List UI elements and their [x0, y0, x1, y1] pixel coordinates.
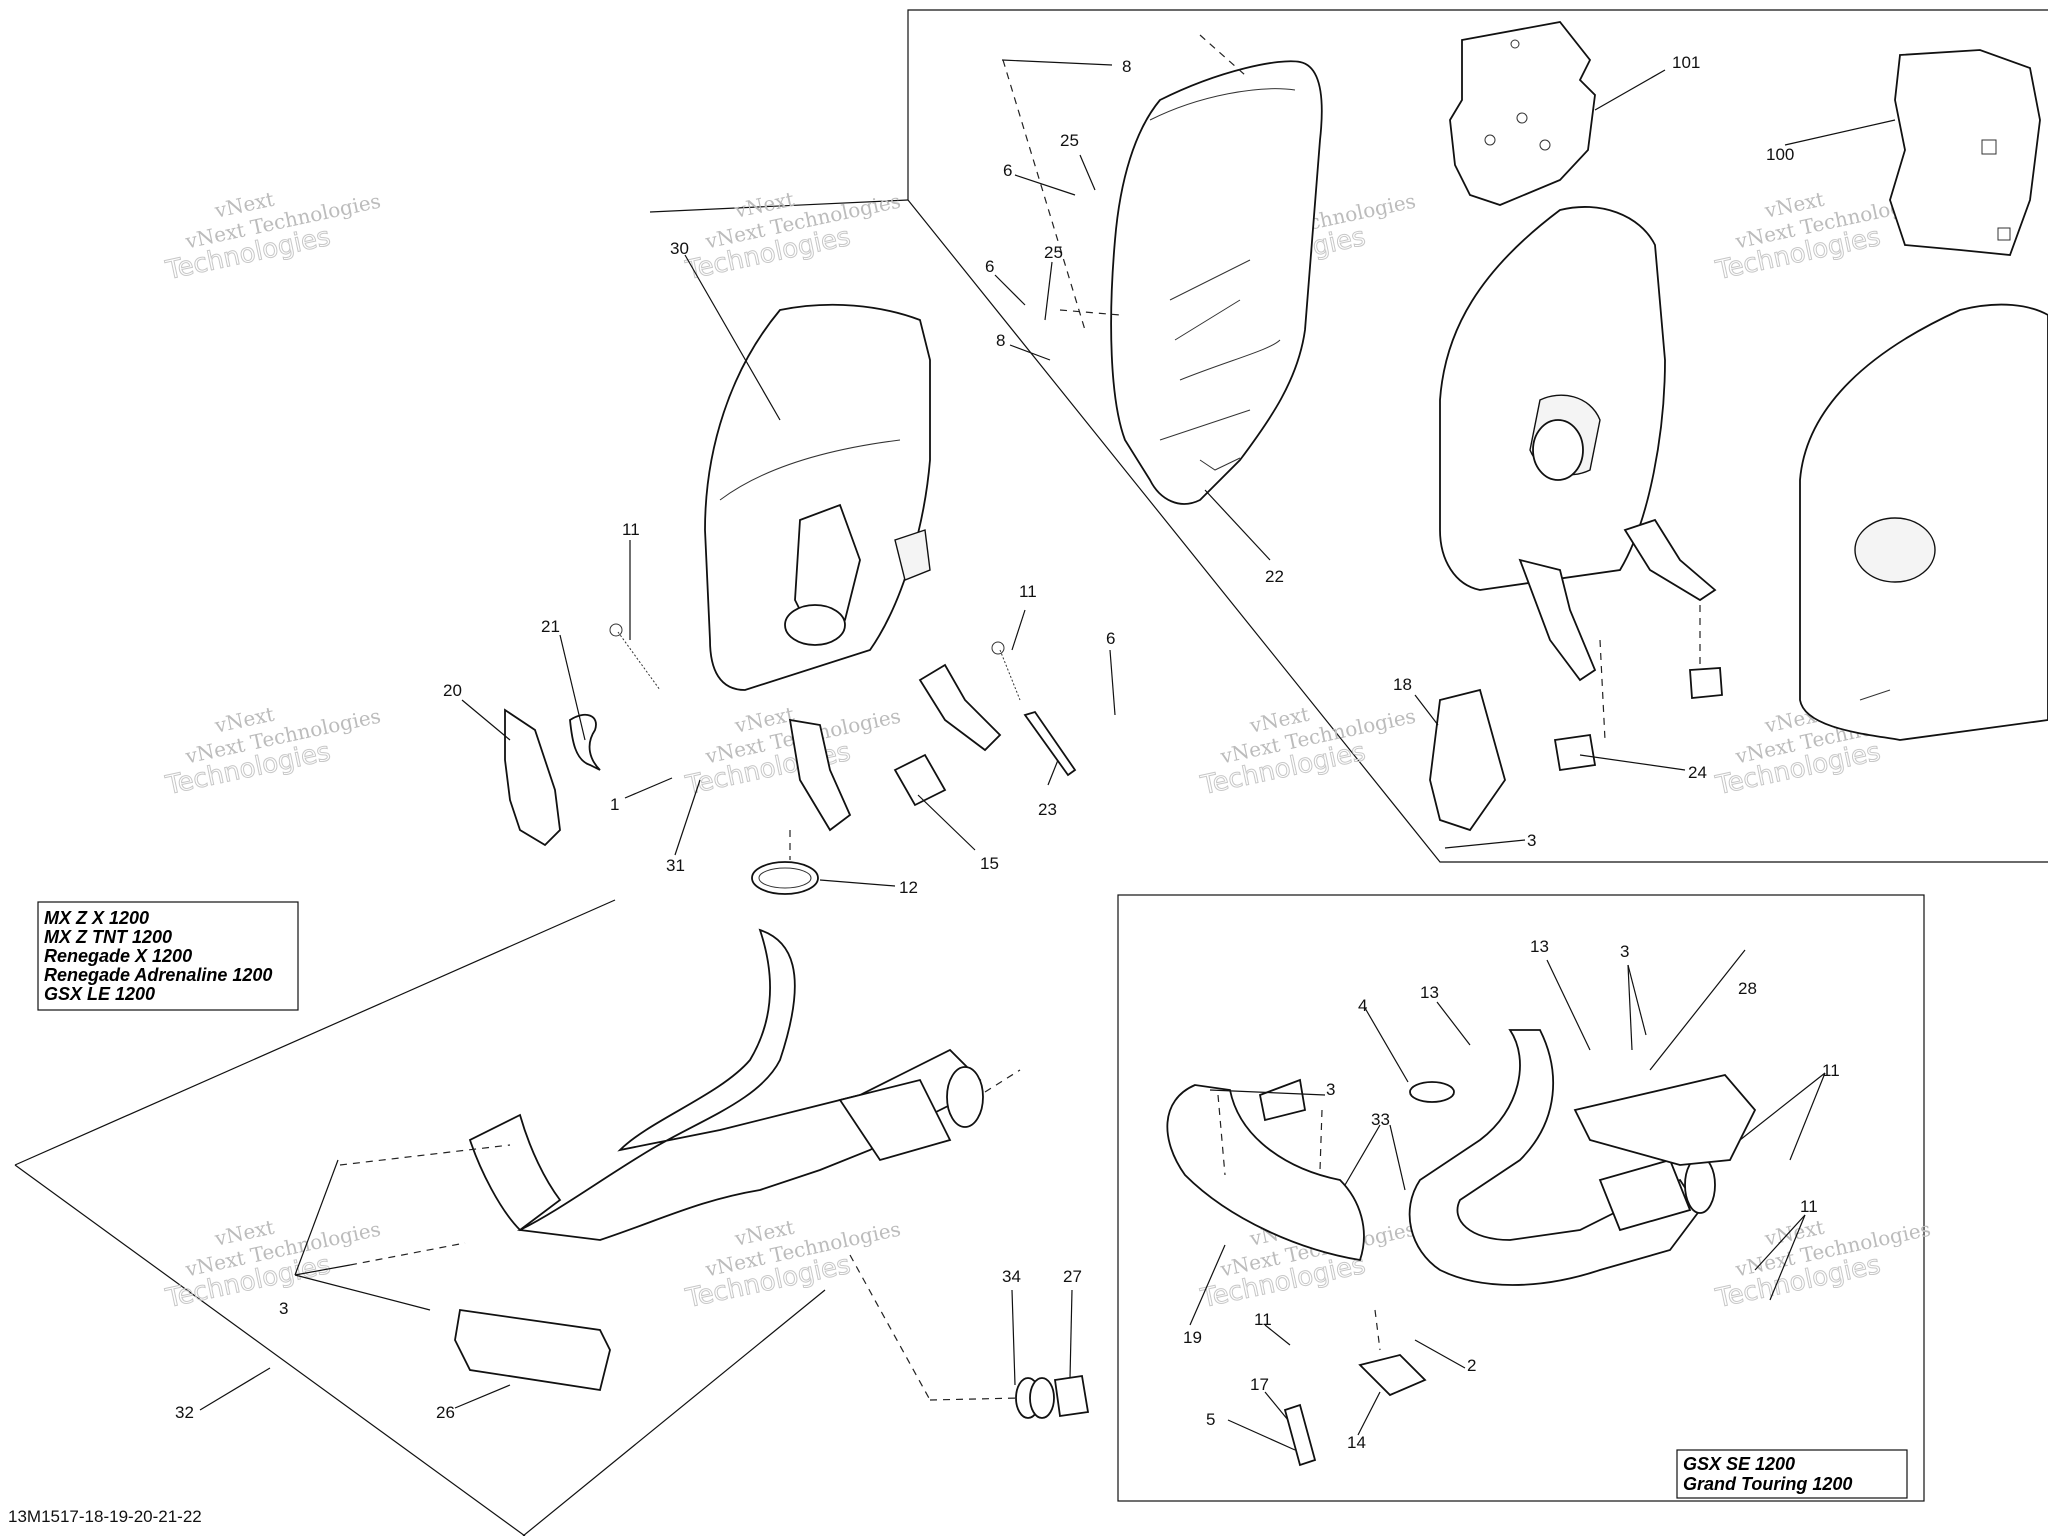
callout-label: 11: [1019, 582, 1037, 601]
gasket-101: [1449, 21, 1596, 206]
callout-label: 26: [436, 1403, 455, 1422]
model-box-left: MX Z X 1200 MX Z TNT 1200 Renegade X 120…: [37, 901, 299, 1011]
callout-label: 13: [1420, 983, 1439, 1002]
bracket-21: [569, 713, 601, 771]
exhaust-pipe-32: [468, 928, 984, 1241]
damper-34: [1015, 1377, 1055, 1419]
watermark: vNext vNext Technologies Technologies: [682, 702, 903, 802]
callout-label: 5: [1206, 1410, 1215, 1429]
callout-label: 6: [1003, 161, 1012, 180]
callout-label: 30: [670, 239, 689, 258]
leader-lines: [199, 34, 1896, 1451]
heat-shield-26: [454, 1308, 611, 1392]
callout-label: 21: [541, 617, 560, 636]
rubber-mount-15: [893, 753, 947, 807]
watermark: vNext vNext Technologies Technologies: [162, 1215, 383, 1315]
callout-label: 25: [1044, 243, 1063, 262]
model-label: MX Z X 1200: [44, 908, 149, 928]
callout-label: 23: [1038, 800, 1057, 819]
model-label: Renegade X 1200: [44, 946, 192, 966]
callout-label: 24: [1688, 763, 1707, 782]
callout-label: 2: [1467, 1356, 1476, 1375]
callout-label: 100: [1766, 145, 1794, 164]
model-label: Renegade Adrenaline 1200: [44, 965, 272, 985]
callout-label: 11: [1822, 1061, 1840, 1080]
frame-lines: [14, 9, 2048, 1536]
model-box-right: GSX SE 1200 Grand Touring 1200: [1676, 1449, 1908, 1499]
gasket-100: [1889, 49, 2041, 256]
muffler-30: [704, 303, 1002, 832]
bracket-17: [1283, 1403, 1317, 1467]
callout-label: 3: [1527, 831, 1536, 850]
callout-label: 12: [899, 878, 918, 897]
bracket-14: [1358, 1354, 1427, 1397]
callout-label: 34: [1002, 1267, 1021, 1286]
callout-label: 3: [279, 1299, 288, 1318]
callout-label: 101: [1672, 53, 1700, 72]
muffler-cover-22: [1110, 60, 1323, 505]
callout-label: 3: [1326, 1080, 1335, 1099]
callout-label: 15: [980, 854, 999, 873]
callout-label: 11: [622, 520, 640, 539]
callout-label: 11: [1254, 1310, 1272, 1329]
rubber-block-24: [1553, 667, 1723, 772]
callout-label: 3: [1620, 942, 1629, 961]
spring-11-mid: [991, 641, 1021, 701]
callout-label: 19: [1183, 1328, 1202, 1347]
spring-11-left: [609, 623, 661, 691]
watermark: vNext vNext Technologies Technologies: [162, 187, 383, 287]
callout-label: 13: [1530, 937, 1549, 956]
clamp-4: [1409, 1081, 1455, 1103]
muffler-assembly-far-right: [1799, 303, 2048, 741]
watermark: vNext vNext Technologies Technologies: [162, 702, 383, 802]
drawing-code: 13M1517-18-19-20-21-22: [8, 1507, 202, 1526]
callout-label: 6: [1106, 629, 1115, 648]
heat-shield-18: [1429, 688, 1506, 832]
plate-27: [1053, 1374, 1090, 1418]
model-label: Grand Touring 1200: [1683, 1474, 1852, 1494]
callout-label: 17: [1250, 1375, 1269, 1394]
callout-label: 31: [666, 856, 685, 875]
heat-shield-20: [504, 708, 561, 847]
callout-label: 28: [1738, 979, 1757, 998]
watermark: vNext vNext Technologies Technologies: [1712, 1215, 1933, 1315]
callout-label: 27: [1063, 1267, 1082, 1286]
callout-label: 4: [1358, 996, 1367, 1015]
heat-shield-19-33: [1166, 1078, 1365, 1262]
callouts: 8 101 100 25 6 30 6 25 8 22 11 21 20 11 …: [175, 53, 1840, 1452]
callout-label: 32: [175, 1403, 194, 1422]
bracket-23: [1023, 710, 1077, 777]
callout-label: 14: [1347, 1433, 1366, 1452]
callout-label: 11: [1800, 1197, 1818, 1216]
watermark: vNext vNext Technologies Technologies: [682, 187, 903, 287]
watermark: vNext vNext Technologies Technologies: [1197, 702, 1418, 802]
callout-label: 18: [1393, 675, 1412, 694]
callout-label: 1: [610, 795, 619, 814]
callout-label: 8: [996, 331, 1005, 350]
model-label: GSX LE 1200: [44, 984, 155, 1004]
clamp-ring-12: [751, 861, 819, 895]
callout-label: 25: [1060, 131, 1079, 150]
callout-label: 8: [1122, 57, 1131, 76]
model-label: GSX SE 1200: [1683, 1454, 1795, 1474]
exhaust-pipe-gsx: [1408, 1029, 1716, 1286]
muffler-assembly-right: [1439, 206, 1717, 682]
watermark: vNext vNext Technologies Technologies: [682, 1215, 903, 1315]
callout-label: 20: [443, 681, 462, 700]
callout-label: 6: [985, 257, 994, 276]
callout-label: 33: [1371, 1110, 1390, 1129]
heat-shield-28: [1573, 1073, 1757, 1166]
model-label: MX Z TNT 1200: [44, 927, 172, 947]
callout-label: 22: [1265, 567, 1284, 586]
